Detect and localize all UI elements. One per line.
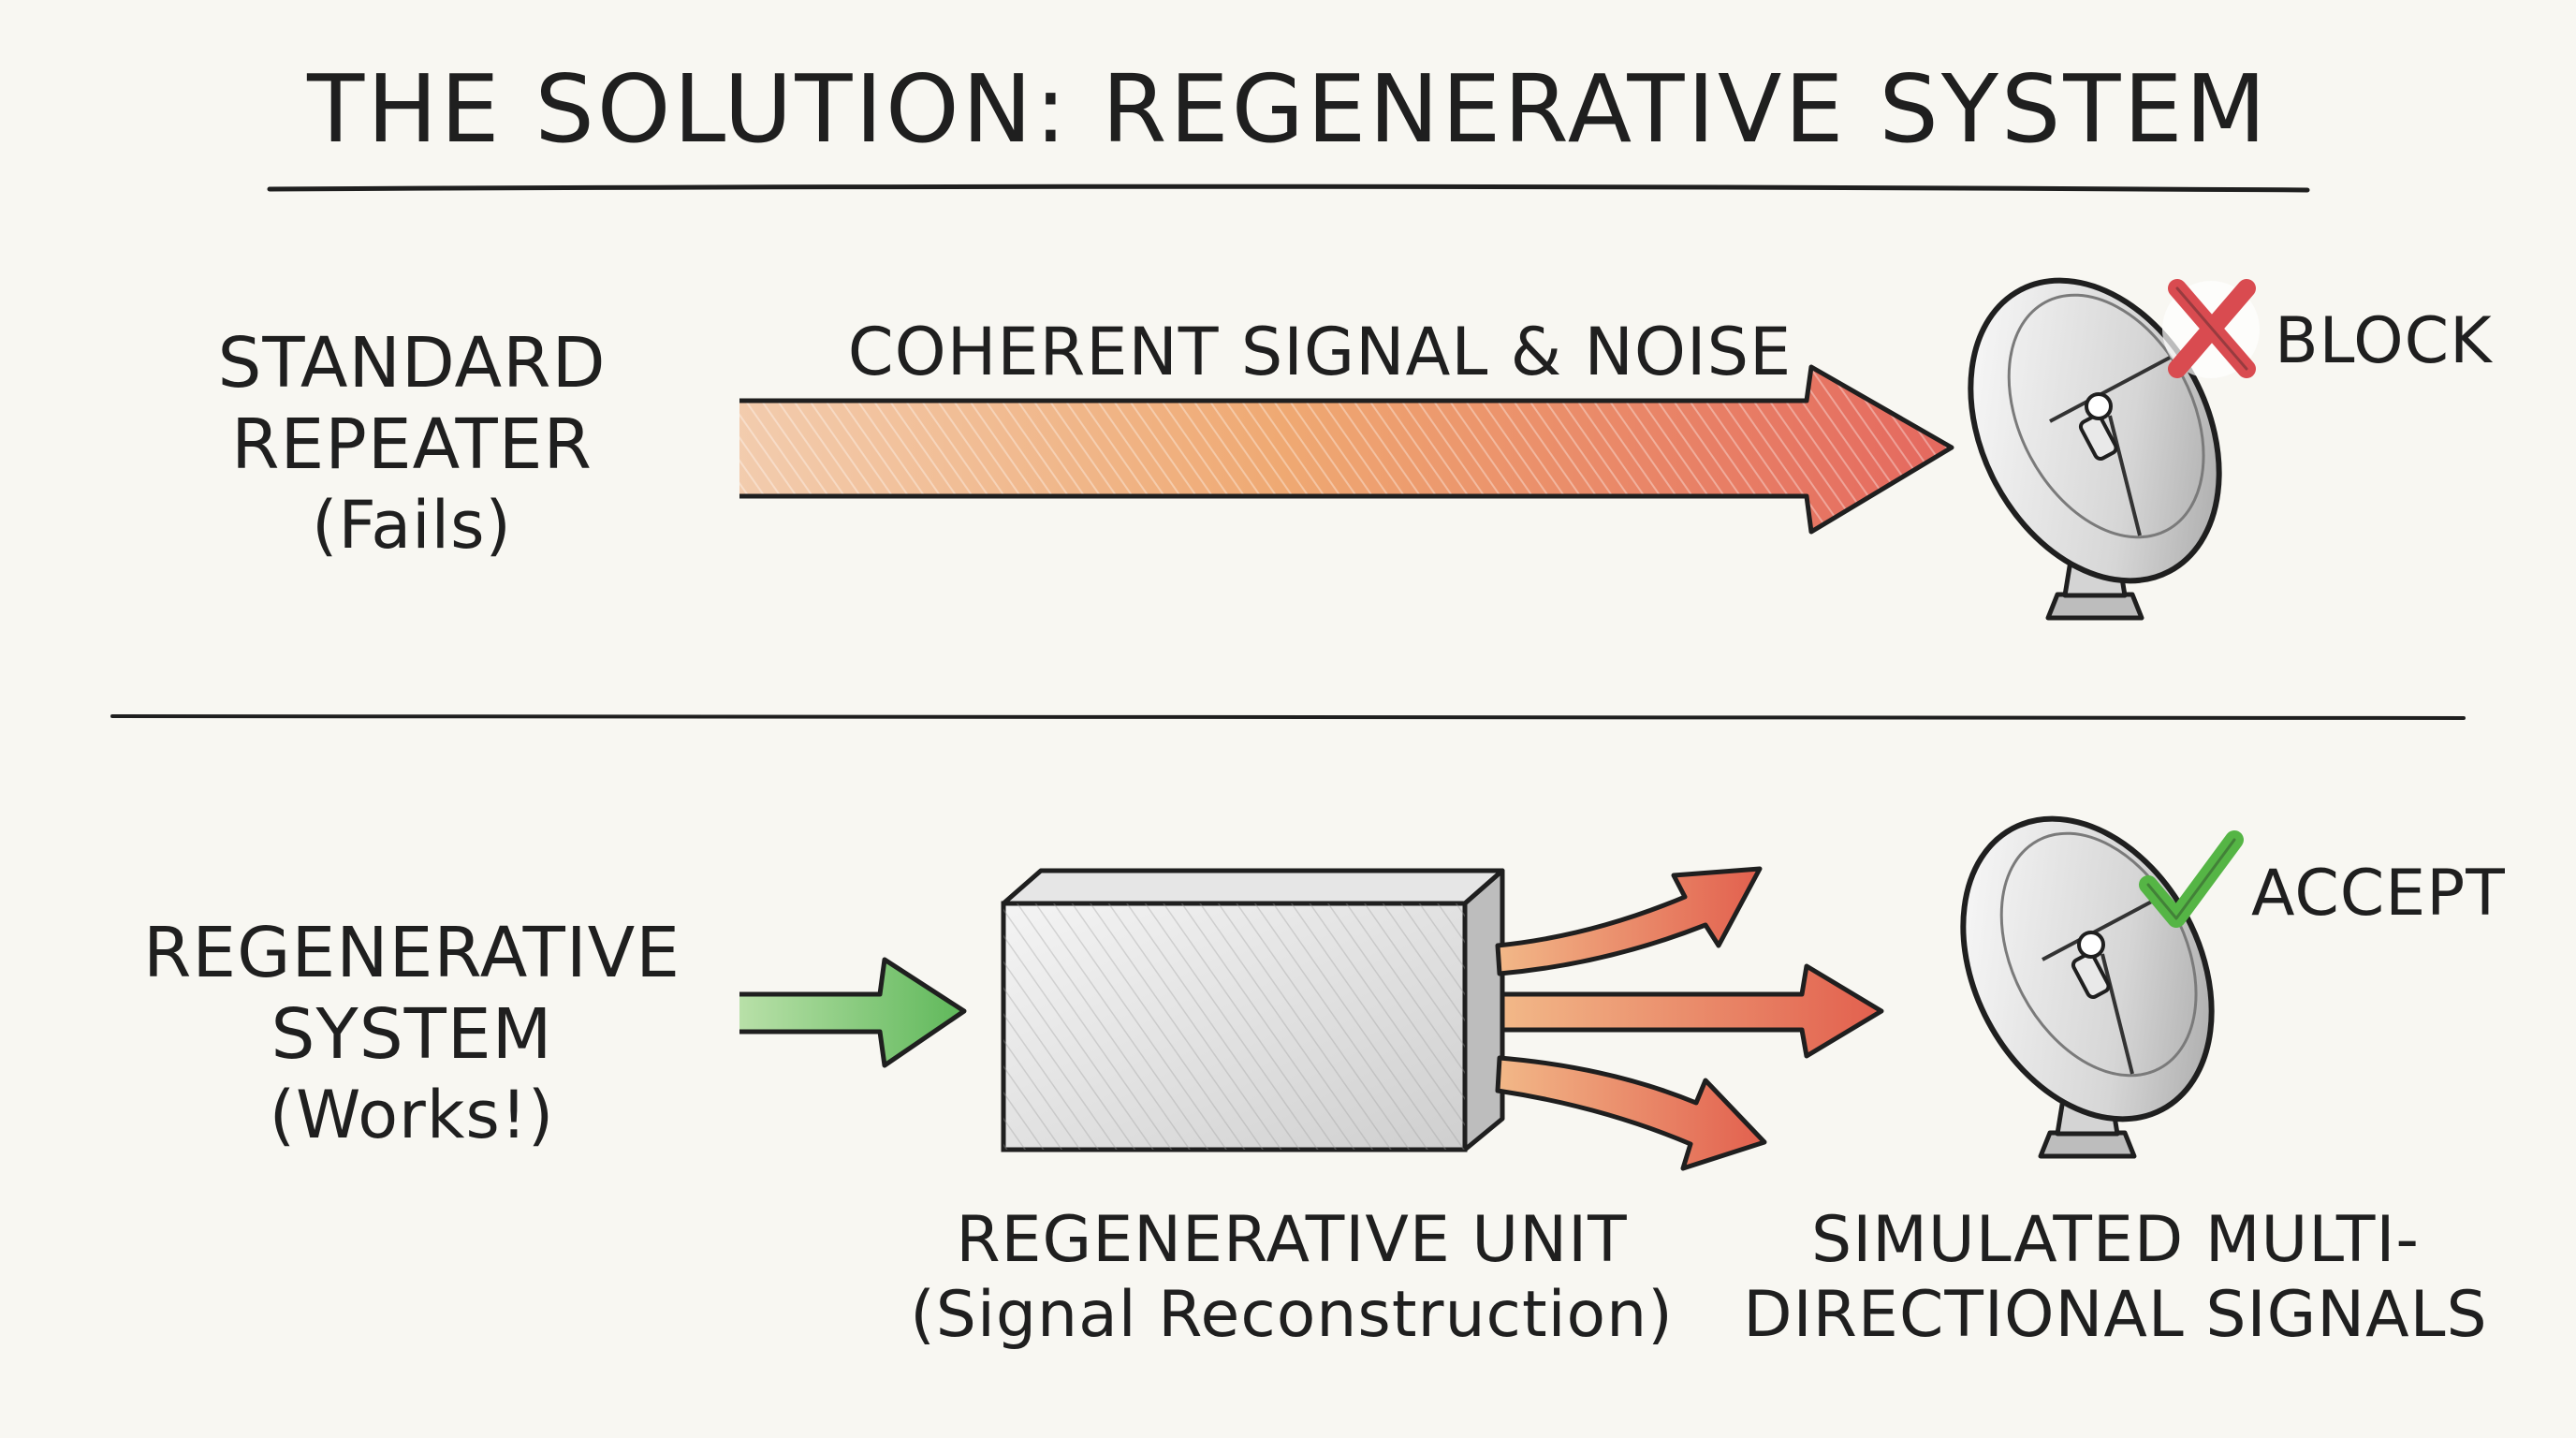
output-arrow-down [1495, 1055, 1767, 1171]
accept-label: ACCEPT [2251, 857, 2506, 931]
regenerative-unit-box [1001, 868, 1505, 1152]
coherent-signal-label: COHERENT SIGNAL & NOISE [847, 314, 1793, 390]
regen-line2: SYSTEM [271, 994, 553, 1076]
signals-line1: SIMULATED MULTI- [1811, 1203, 2420, 1277]
coherent-noise-arrow [739, 364, 1954, 535]
output-arrow-middle [1500, 963, 1884, 1059]
accept-icon [2139, 830, 2244, 928]
title-underline [267, 183, 2310, 193]
unit-line2: (Signal Reconstruction) [910, 1278, 1674, 1353]
page-title: THE SOLUTION: REGENERATIVE SYSTEM [307, 54, 2269, 164]
unit-line1: REGENERATIVE UNIT [956, 1203, 1628, 1277]
section-divider [110, 712, 2466, 720]
input-signal-arrow [739, 957, 967, 1068]
block-icon [2162, 279, 2260, 378]
standard-repeater-label: STANDARD REPEATER (Fails) [168, 323, 655, 564]
simulated-signals-label: SIMULATED MULTI- DIRECTIONAL SIGNALS [1647, 1203, 2576, 1353]
regen-line1: REGENERATIVE [142, 913, 681, 993]
standard-status: (Fails) [312, 486, 512, 564]
block-label: BLOCK [2275, 304, 2493, 378]
output-arrow-up [1495, 866, 1763, 976]
regenerative-system-label: REGENERATIVE SYSTEM (Works!) [94, 913, 730, 1153]
standard-line1: STANDARD [217, 323, 607, 404]
receiver-dish-bottom [1913, 776, 2261, 1163]
standard-line2: REPEATER [231, 404, 593, 486]
regenerative-unit-label: REGENERATIVE UNIT (Signal Reconstruction… [824, 1203, 1760, 1353]
signals-line2: DIRECTIONAL SIGNALS [1743, 1278, 2488, 1353]
regen-status: (Works!) [269, 1076, 555, 1153]
